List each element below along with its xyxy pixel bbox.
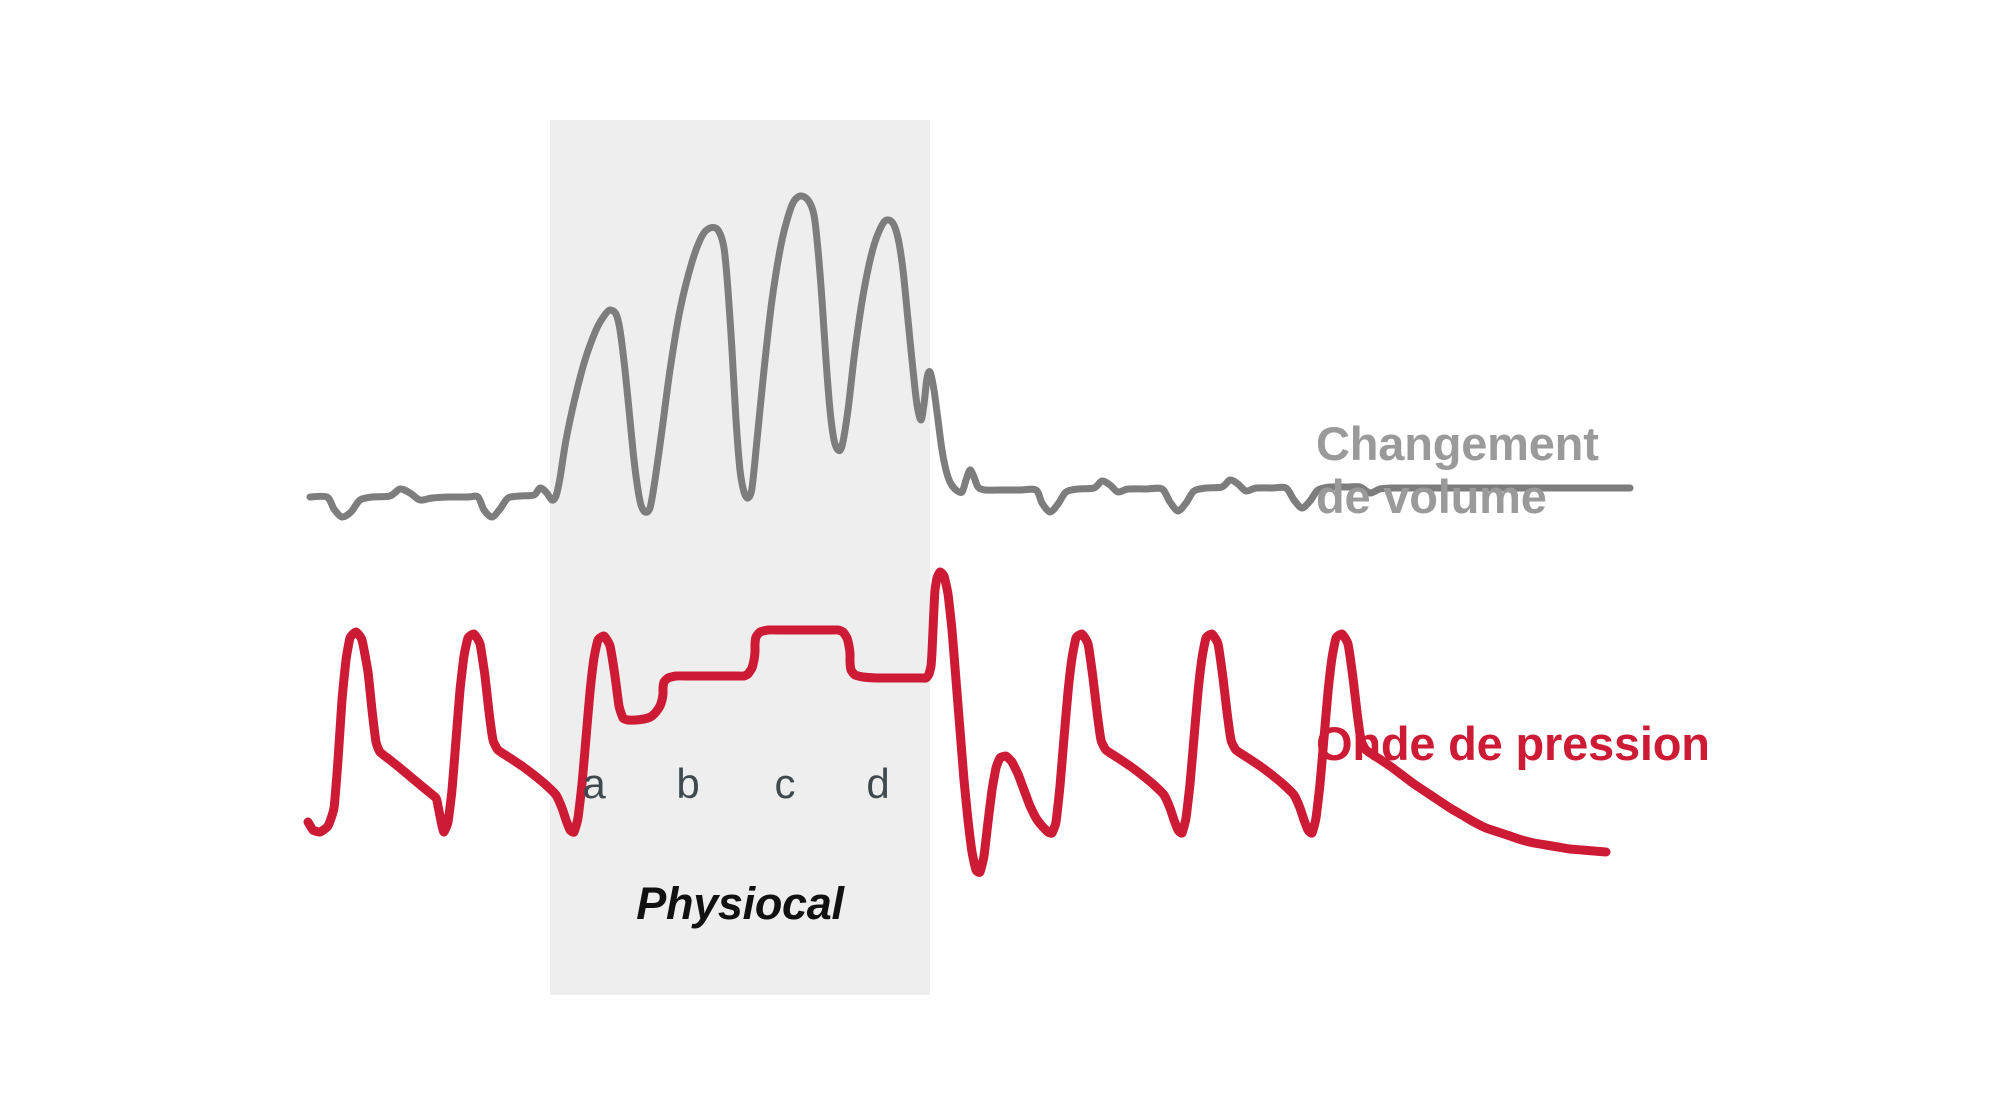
phase-marker-a: a [582,760,606,807]
phase-marker-d: d [866,760,890,807]
phase-marker-c: c [774,760,796,807]
phase-marker-b: b [676,760,700,807]
volume-change-waveform [306,192,1634,521]
physiocal-caption: Physiocal [636,878,844,929]
volume-change-label: Changement de volume [1316,417,1599,523]
pressure-wave-waveform [303,567,1611,877]
pressure-wave-label: Onde de pression [1316,717,1710,770]
